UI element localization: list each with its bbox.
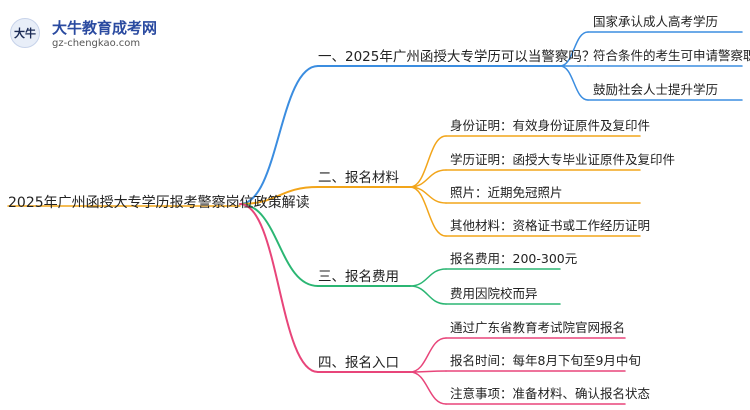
branch-2-leaf-2-curve xyxy=(409,169,447,188)
logo-glyph: 大牛 xyxy=(14,27,36,40)
branch-1-curve xyxy=(239,65,319,205)
branch-2-item-4: 其他材料：资格证书或工作经历证明 xyxy=(450,218,651,233)
branch-1-label: 一、2025年广州函授大专学历可以当警察吗？ xyxy=(318,49,596,65)
branch-1-item-2: 符合条件的考生可申请警察职位 xyxy=(593,48,750,63)
branch-2-item-2: 学历证明：函授大专毕业证原件及复印件 xyxy=(450,152,676,167)
logo-icon xyxy=(10,18,40,48)
branch-2-leaf-1-curve xyxy=(409,135,447,188)
branch-4-leaf-3-curve xyxy=(409,371,447,405)
logo-url: gz-chengkao.com xyxy=(52,38,141,49)
branch-4-label: 四、报名入口 xyxy=(318,355,399,371)
branch-3-curve xyxy=(239,203,319,287)
branch-4-curve xyxy=(239,203,319,373)
branch-3-leaf-2-curve xyxy=(409,285,447,305)
branch-1-leaf-3-curve xyxy=(559,65,589,101)
branch-2-item-1: 身份证明：有效身份证原件及复印件 xyxy=(450,118,651,133)
logo-name: 大牛教育成考网 xyxy=(52,19,158,37)
site-logo: 大牛 大牛教育成考网 gz-chengkao.com xyxy=(4,8,164,54)
branch-3-leaf-1-curve xyxy=(409,268,447,287)
branch-4-leaf-1-curve xyxy=(409,337,447,373)
branch-4-item-3: 注意事项：准备材料、确认报名状态 xyxy=(450,386,651,401)
branch-1-item-1: 国家承认成人高考学历 xyxy=(593,14,719,29)
branch-3-item-1: 报名费用：200-300元 xyxy=(450,251,578,266)
branch-1-leaf-1-curve xyxy=(559,31,589,67)
branch-3-item-2: 费用因院校而异 xyxy=(450,286,538,301)
branch-2-label: 二、报名材料 xyxy=(318,170,399,186)
branch-1-item-3: 鼓励社会人士提升学历 xyxy=(593,82,719,97)
root-topic: 2025年广州函授大专学历报考警察岗位政策解读 xyxy=(8,195,310,211)
branch-2-curve xyxy=(239,186,319,205)
branch-4-item-2: 报名时间：每年8月下旬至9月中旬 xyxy=(450,353,641,368)
branch-2-leaf-4-curve xyxy=(409,186,447,237)
branch-3-label: 三、报名费用 xyxy=(318,269,399,285)
branch-4-item-1: 通过广东省教育考试院官网报名 xyxy=(450,320,626,335)
branch-2-item-3: 照片：近期免冠照片 xyxy=(450,185,563,200)
